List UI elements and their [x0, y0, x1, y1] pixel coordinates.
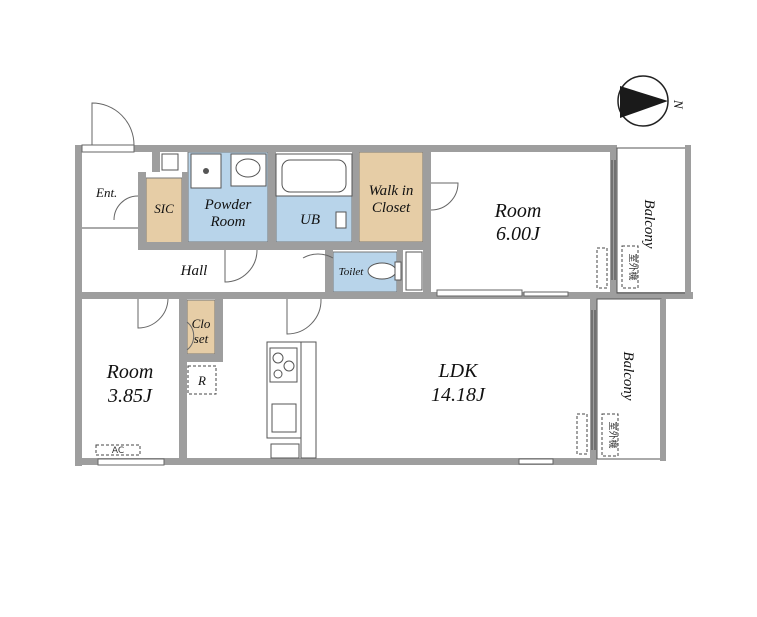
toilet-bowl-icon [367, 262, 397, 280]
toilet-label: Toilet [339, 266, 365, 278]
kitchen-box [270, 443, 300, 459]
wall-right-upper [610, 145, 617, 295]
window-room-a-bottom-2 [523, 291, 569, 297]
entrance-door-swing [91, 102, 135, 146]
balcony-a-label: Balcony [641, 199, 657, 248]
entrance-door-gap [81, 144, 135, 153]
powder-room-label-line2: Room [210, 214, 246, 230]
wall-closet-bottom [179, 354, 223, 362]
ldk-label-line1: LDK [438, 360, 480, 382]
compass-label: N [671, 99, 686, 110]
compass: N [617, 75, 686, 127]
wall-powder-right [268, 152, 276, 250]
room-a-label-line1: Room [494, 200, 542, 222]
wall-right-lower [590, 292, 597, 465]
wall-closet-right [215, 292, 223, 362]
washer-pan [190, 153, 222, 189]
wall-middle [75, 292, 693, 299]
window-ldk-bottom [518, 458, 554, 465]
balcony-b-label: Balcony [620, 351, 636, 400]
ldk-label-line2: 14.18J [431, 384, 486, 406]
closet-door-swing [186, 321, 195, 351]
wall-wic-right [423, 152, 431, 297]
sic-area [145, 177, 183, 244]
ldk-door-swing [286, 298, 322, 335]
wall-bottom [75, 458, 595, 465]
hall-label: Hall [180, 263, 208, 279]
wall-left [75, 145, 82, 466]
refrigerator-space [187, 365, 217, 395]
powder-door-swing [224, 249, 258, 283]
walk-in-closet-label-line2: Closet [372, 200, 411, 216]
window-room-a-bottom [436, 289, 523, 297]
powder-room-label-line1: Powder [204, 197, 252, 213]
kitchen-sink-icon [271, 403, 297, 433]
room-b-label-line1: Room [106, 361, 154, 383]
wall-room-b-right [179, 292, 187, 465]
outdoor-unit-a-label: 室外機 [627, 253, 639, 280]
window-room-b [97, 458, 165, 466]
wall-toilet-left [325, 248, 333, 294]
room-b-door-swing [137, 298, 169, 329]
shower-icon [335, 211, 347, 229]
ac-mark-room-a [596, 247, 608, 289]
room-b-label-line2: 3.85J [107, 385, 153, 407]
outdoor-unit-b [601, 413, 619, 457]
wall-hall-top [138, 242, 428, 250]
burner-icon [283, 360, 295, 372]
outdoor-unit-b-label: 室外機 [607, 421, 619, 448]
room-a-door-swing [430, 182, 459, 211]
wall-ub-right [352, 152, 359, 250]
toilet-shelf [405, 251, 423, 291]
entrance-label: Ent. [95, 185, 117, 200]
wall-sic-left [138, 172, 146, 250]
wall-ent-stub [152, 145, 160, 172]
burner-icon [272, 352, 284, 364]
bathtub-inner-icon [281, 159, 347, 193]
toilet-tank-icon [394, 261, 402, 281]
room-a-label-line2: 6.00J [496, 223, 541, 245]
cooktop [269, 347, 298, 383]
burner-icon [273, 369, 283, 379]
refrigerator-label: R [197, 373, 206, 388]
washer-drain-icon [203, 168, 209, 174]
ac-mark [95, 444, 141, 456]
sic-door-swing [113, 195, 139, 221]
wall-sic-right [182, 172, 188, 250]
balcony-b-rail [660, 299, 666, 461]
toilet-door-swing [302, 253, 334, 259]
balcony-a-rail [685, 145, 691, 295]
closet-label-line1: Clo [192, 316, 211, 331]
walk-in-closet-label-line1: Walk in [369, 183, 414, 199]
basin-bowl-icon [235, 158, 261, 178]
shoe-box [161, 153, 179, 171]
north-arrow-icon [620, 86, 668, 118]
sic-label: SIC [154, 201, 174, 216]
ac-label: AC [112, 446, 124, 456]
ub-label: UB [300, 212, 320, 228]
wall-top [75, 145, 617, 152]
bathtub [275, 153, 353, 197]
closet-label-line2: set [194, 331, 209, 346]
kitchen-wall-cabinet [300, 341, 317, 459]
ac-mark-ldk [576, 413, 588, 455]
outdoor-unit-a [621, 245, 639, 289]
